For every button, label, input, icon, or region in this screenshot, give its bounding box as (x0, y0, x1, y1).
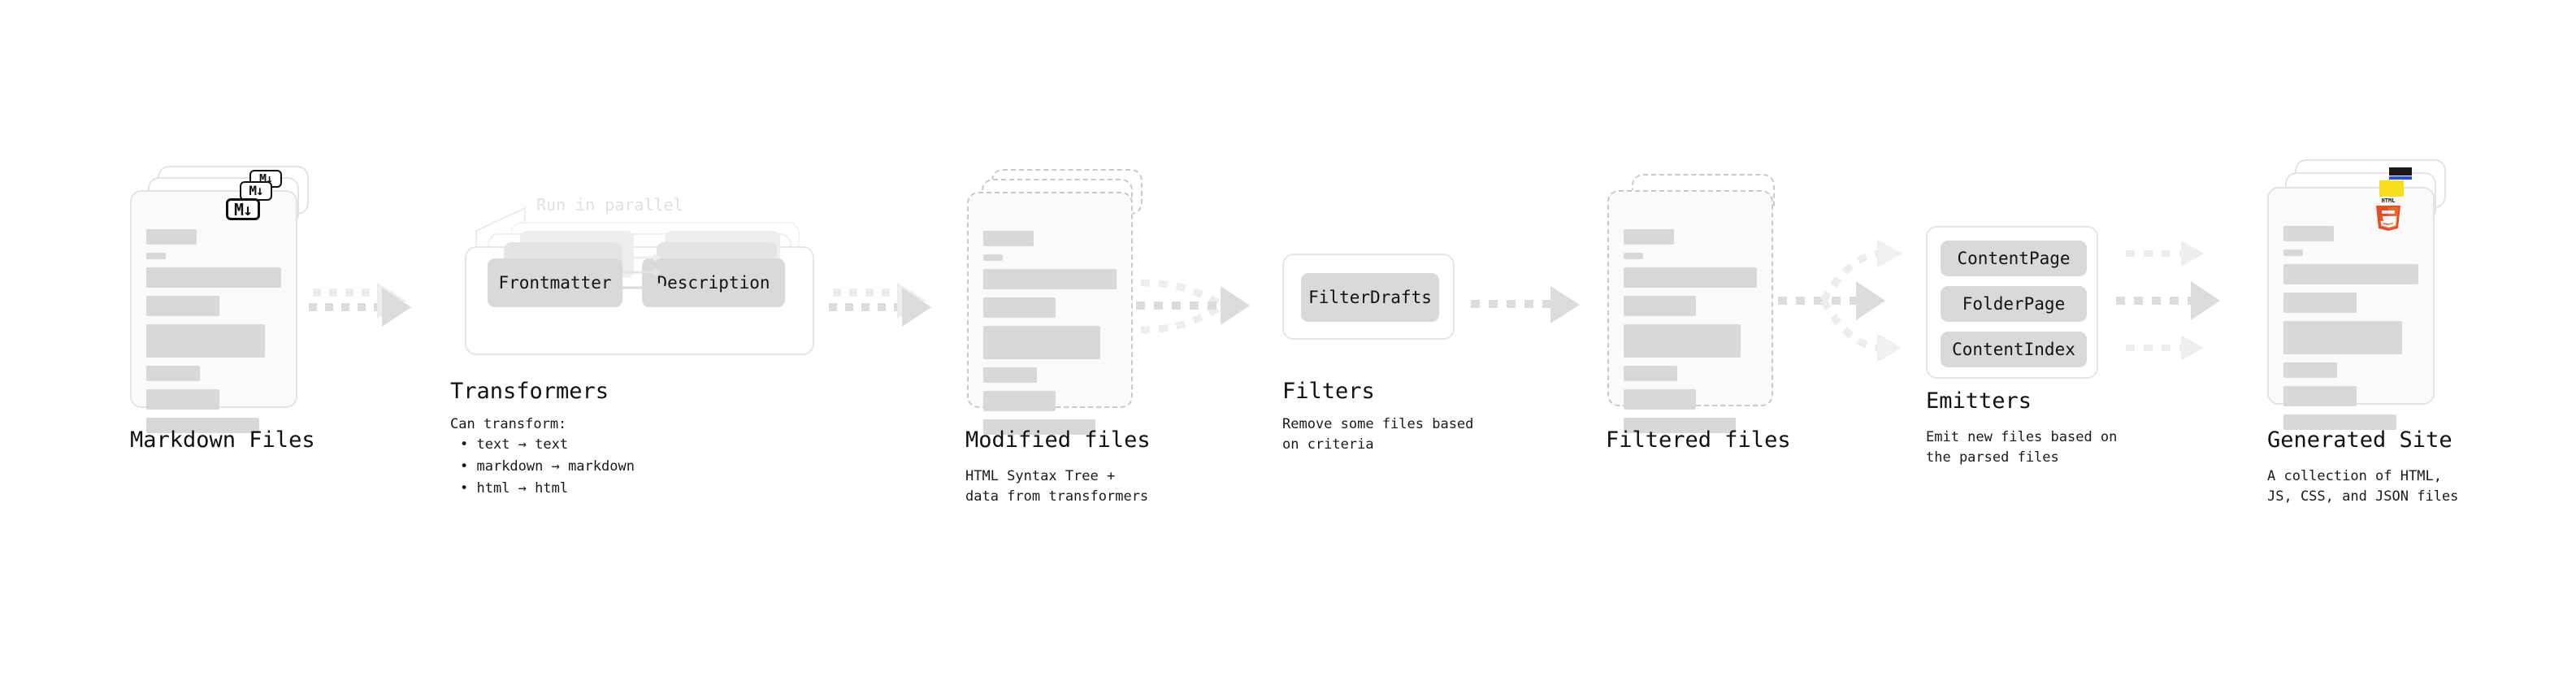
stage-title-generated-site: Generated Site (2267, 427, 2452, 453)
arrow-filters-to-filtered (1471, 286, 1580, 323)
pill-filterdrafts[interactable]: FilterDrafts (1301, 273, 1439, 322)
stage-title-emitters: Emitters (1926, 388, 2032, 414)
modified-files-stack (965, 166, 1144, 435)
markdown-file-content (146, 229, 281, 433)
markdown-badge-mid: M↓ (240, 181, 272, 201)
filtered-files-stack (1606, 171, 1785, 433)
emitters-caption: Emit new files based on the parsed files (1926, 429, 2118, 466)
generated-site-stack: HTML (2267, 159, 2454, 430)
arrow-markdown-to-transformers (309, 283, 411, 327)
markdown-file-front (130, 190, 297, 433)
svg-text:HTML: HTML (2382, 197, 2396, 204)
arrow-modified-to-filters (1136, 279, 1250, 334)
modified-file-front (967, 192, 1133, 435)
transformer-inner-arrows (622, 254, 668, 293)
pill-description[interactable]: Description (642, 258, 785, 307)
pill-folderpage[interactable]: FolderPage (1941, 286, 2087, 322)
run-in-parallel-bracket (475, 206, 526, 250)
site-file-content (2283, 226, 2418, 430)
arrow-emitters-to-site (2116, 241, 2220, 361)
emitters-group: ContentPage FolderPage ContentIndex (1926, 226, 2098, 379)
transformers-group: Run in parallel Frontmatter Description (450, 189, 832, 355)
pill-contentpage[interactable]: ContentPage (1941, 241, 2087, 276)
arrow-filtered-to-emitters (1778, 239, 1902, 362)
filters-group: FilterDrafts (1282, 254, 1455, 340)
modified-files-caption: HTML Syntax Tree + data from transformer… (965, 468, 1149, 505)
markdown-badge-front: M↓ (226, 198, 260, 220)
pill-contentindex[interactable]: ContentIndex (1941, 332, 2087, 367)
site-file-front (2267, 187, 2435, 430)
filters-caption: Remove some files based on criteria (1282, 416, 1474, 453)
filtered-file-front (1607, 190, 1773, 433)
html5-icon: HTML (2376, 197, 2400, 231)
stage-title-transformers: Transformers (450, 379, 609, 404)
arrow-transformers-to-modified (829, 283, 931, 327)
transformers-caption: Can transform: (450, 416, 567, 432)
generated-site-caption: A collection of HTML, JS, CSS, and JSON … (2267, 468, 2459, 505)
transformers-bullet-0: • text → text (460, 436, 569, 453)
markdown-files-stack: M↓ M↓ M↓ (130, 166, 309, 433)
transformers-bullet-1: • markdown → markdown (460, 458, 635, 475)
css-badge (2389, 167, 2412, 180)
run-in-parallel-note: Run in parallel (536, 195, 683, 215)
stage-title-modified-files: Modified files (965, 427, 1151, 453)
stage-title-filters: Filters (1282, 379, 1375, 404)
stage-title-filtered-files: Filtered files (1606, 427, 1791, 453)
js-badge (2379, 180, 2404, 197)
pill-frontmatter[interactable]: Frontmatter (488, 258, 622, 307)
modified-file-content (983, 231, 1117, 435)
transformers-bullet-2: • html → html (460, 480, 569, 497)
stage-title-markdown-files: Markdown Files (130, 427, 315, 453)
filtered-file-content (1624, 229, 1757, 433)
